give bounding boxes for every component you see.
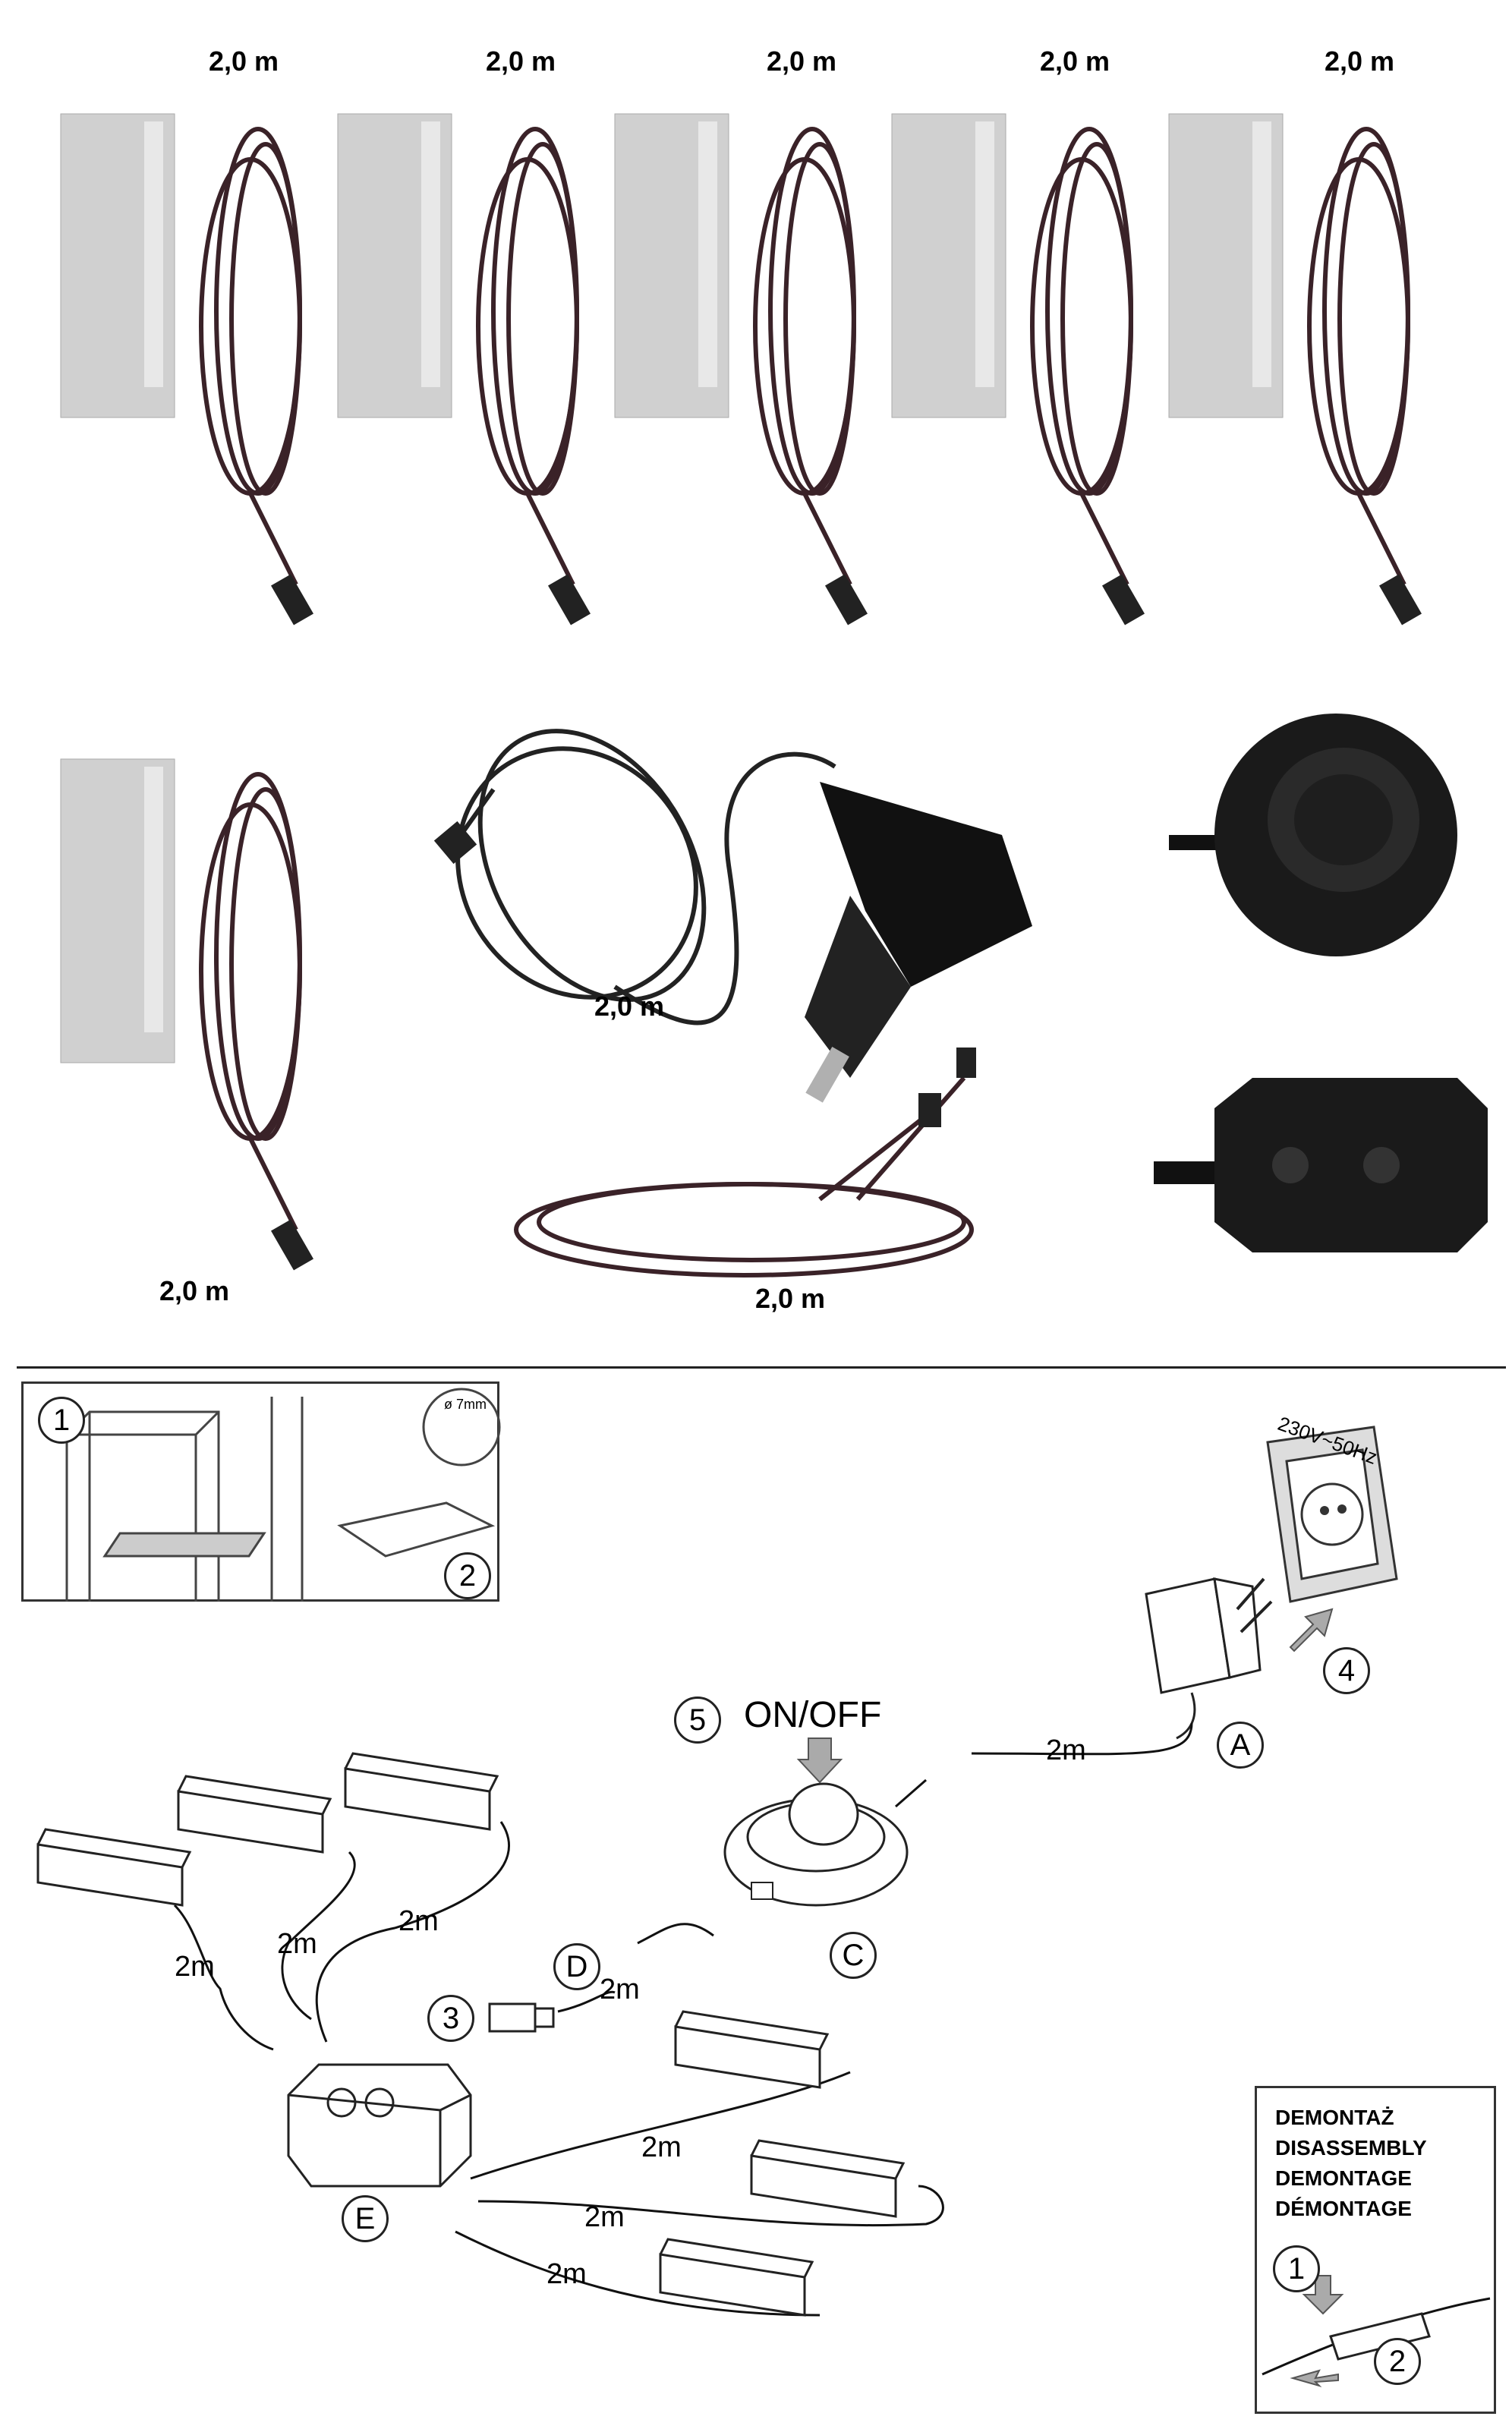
cable-length-label: 2,0 m xyxy=(1325,46,1395,77)
press-arrow-icon xyxy=(796,1737,843,1784)
disassembly-title-fr: DÉMONTAGE xyxy=(1275,2197,1412,2220)
part-d-badge: D xyxy=(553,1943,600,1990)
led-clip-4 xyxy=(891,113,1145,625)
foot-switch-drawing xyxy=(723,1782,909,1907)
extension-cable xyxy=(514,1048,976,1278)
power-adapter-drawing xyxy=(1145,1577,1273,1740)
cable-length-label: 2,0 m xyxy=(767,46,837,77)
cable-length-label: 2,0 m xyxy=(755,1283,826,1314)
step-2-badge: 2 xyxy=(444,1552,491,1599)
section-divider xyxy=(17,1366,1506,1369)
cable-length-2m: 2m xyxy=(277,1928,317,1960)
disassembly-title-pl: DEMONTAŻ xyxy=(1275,2106,1394,2129)
cable-length-2m: 2m xyxy=(584,2201,625,2233)
part-c-badge: C xyxy=(830,1932,877,1979)
step-5-badge: 5 xyxy=(674,1697,721,1744)
led-clip-drawing-3 xyxy=(344,1752,499,1831)
disassembly-title-de: DEMONTAGE xyxy=(1275,2166,1412,2190)
led-clip-3 xyxy=(614,113,868,625)
cable-length-label: 2,0 m xyxy=(1040,46,1110,77)
led-clip-drawing-1 xyxy=(36,1828,192,1907)
cabinet-drawing xyxy=(65,1388,501,1602)
cable-length-2m: 2m xyxy=(600,1974,640,2005)
led-clip-drawing-2 xyxy=(177,1775,332,1854)
cable-length-label: 2,0 m xyxy=(486,46,556,77)
power-adapter xyxy=(433,729,1032,1103)
cable-length-2m: 2m xyxy=(1046,1734,1086,1766)
cable-length-2m: 2m xyxy=(641,2131,682,2163)
disassembly-step-2-badge: 2 xyxy=(1374,2338,1421,2385)
disassembly-drawing xyxy=(1262,2275,1491,2388)
step-3-badge: 3 xyxy=(427,1995,474,2042)
switch-on-off-label: ON/OFF xyxy=(744,1695,882,1735)
arrow-icon xyxy=(1289,1608,1334,1652)
part-a-badge: A xyxy=(1217,1722,1264,1769)
connector-d-drawing xyxy=(488,2002,555,2033)
hole-diameter-label: ø 7mm xyxy=(444,1397,487,1412)
wall-socket xyxy=(1266,1426,1398,1603)
cable-length-label: 2,0 m xyxy=(209,46,279,77)
disassembly-title-en: DISASSEMBLY xyxy=(1275,2136,1427,2160)
step-4-badge: 4 xyxy=(1323,1647,1370,1694)
disassembly-step-1-badge: 1 xyxy=(1273,2245,1320,2292)
mounting-panel xyxy=(21,1381,499,1602)
led-clip-drawing-5 xyxy=(750,2139,906,2218)
led-clip-drawing-4 xyxy=(674,2010,830,2089)
led-clip-6 xyxy=(60,758,313,1271)
led-clip-1 xyxy=(60,113,313,625)
part-e-badge: E xyxy=(342,2195,389,2242)
distributor-box xyxy=(1154,1078,1488,1252)
led-clip-2 xyxy=(337,113,591,625)
distributor-drawing xyxy=(287,2063,472,2188)
step-1-badge: 1 xyxy=(38,1397,85,1444)
foot-switch xyxy=(1169,714,1457,956)
cable-length-2m: 2m xyxy=(547,2258,587,2290)
cable-length-2m: 2m xyxy=(398,1905,439,1937)
led-clip-5 xyxy=(1168,113,1422,625)
cable-length-label: 2,0 m xyxy=(594,991,665,1022)
cable-length-label: 2,0 m xyxy=(159,1275,230,1306)
led-clip-drawing-6 xyxy=(659,2238,814,2317)
cable-length-2m: 2m xyxy=(175,1951,215,1983)
